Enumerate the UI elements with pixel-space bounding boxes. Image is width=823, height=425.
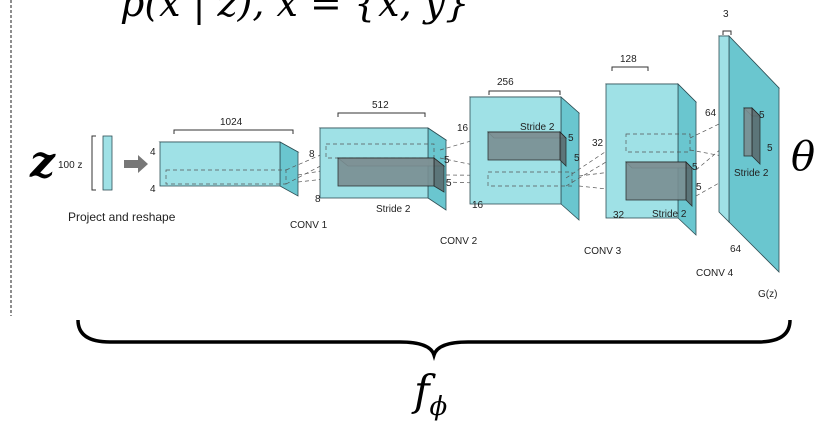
layer-conv2: 256 16 16 5 5 Stride 2 CONV 2 <box>440 77 580 247</box>
conv4-kernel-a-label: 5 <box>759 110 765 121</box>
conv3-kernel-front <box>626 162 686 200</box>
conv1-caption: CONV 1 <box>290 220 328 231</box>
conv4-size-b-label: 64 <box>730 244 742 255</box>
layer-conv4: 3 64 64 5 5 Stride 2 CONV 4 G(z) <box>696 9 779 300</box>
conv3-caption: CONV 3 <box>584 246 622 257</box>
input-dim-label: 100 z <box>58 160 82 171</box>
conv2-kernel-side <box>560 132 566 166</box>
theta-symbol: θ <box>791 134 815 180</box>
input-bracket <box>92 136 96 190</box>
conv1-channels-bracket <box>338 113 425 117</box>
conv3-kernel-b-label: 5 <box>696 182 702 193</box>
conv4-caption: CONV 4 <box>696 268 734 279</box>
conv3-kernel-a-label: 5 <box>692 162 698 173</box>
project-arrow-icon <box>124 155 148 173</box>
conv4-kernel-b-label: 5 <box>767 143 773 154</box>
proj-channels-label: 1024 <box>220 117 243 128</box>
conv2-channels-bracket <box>489 91 560 95</box>
proj-channels-bracket <box>174 130 293 134</box>
conv1-kernel-b-label: 5 <box>446 178 452 189</box>
conv3-size-a-label: 32 <box>592 138 604 149</box>
conv1-kernel-a-label: 5 <box>444 155 450 166</box>
layer-proj: 1024 4 4 <box>150 117 298 196</box>
conv4-channels-bracket <box>723 31 731 35</box>
input-vector: 100 z Project and reshape <box>58 136 176 224</box>
conv1-stride-label: Stride 2 <box>376 204 411 215</box>
conv2-stride-label: Stride 2 <box>520 122 555 133</box>
conv4-stride-label: Stride 2 <box>734 168 769 179</box>
conv3-size-b-label: 32 <box>613 210 625 221</box>
layer-conv1: 512 8 8 5 5 Stride 2 CONV 1 <box>290 100 452 231</box>
z-symbol: z <box>29 137 56 188</box>
output-label: G(z) <box>758 289 777 300</box>
conv1-channels-label: 512 <box>372 100 389 111</box>
layer-conv3: 128 32 32 5 5 Stride 2 CONV 3 <box>584 54 702 257</box>
conv1-size-a-label: 8 <box>309 149 315 160</box>
top-formula: p(x | z), x = {x, y} <box>120 0 469 25</box>
conv2-channels-label: 256 <box>497 77 514 88</box>
conv2-kernel-a-label: 5 <box>568 133 574 144</box>
proj-size-b-label: 4 <box>150 184 156 195</box>
conv2-caption: CONV 2 <box>440 236 478 247</box>
underbrace <box>78 320 790 355</box>
conv3-stride-label: Stride 2 <box>652 209 687 220</box>
input-caption: Project and reshape <box>68 210 176 224</box>
conv2-kernel-b-label: 5 <box>574 153 580 164</box>
conv4-channels-label: 3 <box>723 9 729 20</box>
conv1-size-b-label: 8 <box>315 194 321 205</box>
input-vector-bar <box>103 136 112 190</box>
proj-size-a-label: 4 <box>150 147 156 158</box>
conv4-kernel-front <box>744 108 752 156</box>
conv3-channels-bracket <box>612 67 648 71</box>
conv2-size-a-label: 16 <box>457 123 469 134</box>
conv4-size-a-label: 64 <box>705 108 717 119</box>
phi-label: fϕ <box>411 366 448 422</box>
conv4-front-face <box>719 36 729 222</box>
conv2-kernel-front <box>488 132 560 160</box>
proj-front-face <box>160 142 280 186</box>
conv2-size-b-label: 16 <box>472 200 484 211</box>
conv3-channels-label: 128 <box>620 54 637 65</box>
conv1-kernel-front <box>338 158 434 186</box>
